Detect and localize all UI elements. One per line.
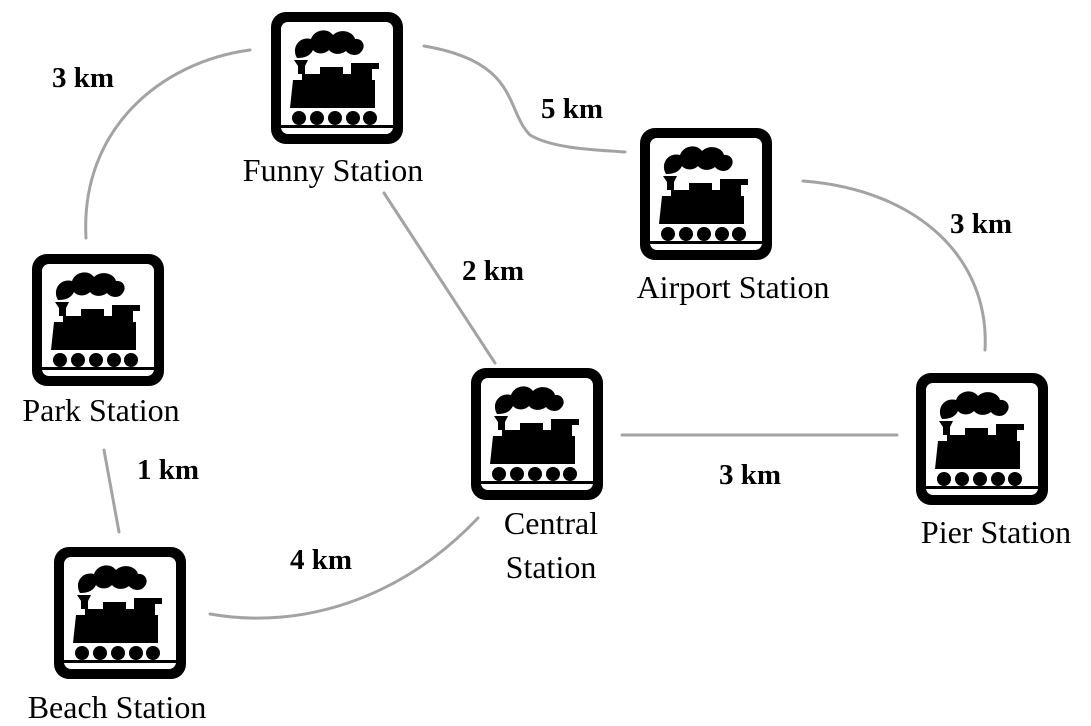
route-funny-airport [422, 44, 627, 154]
train-station-icon [640, 128, 772, 260]
train-station-icon [916, 373, 1048, 505]
route-park-funny [84, 48, 252, 240]
route-beach-central [208, 516, 480, 620]
station-beach: Beach Station [28, 547, 207, 725]
station-pier: Pier Station [916, 373, 1071, 550]
route-lines [84, 44, 987, 620]
station-funny: Funny Station [243, 12, 423, 188]
station-label-park: Park Station [22, 392, 179, 428]
train-station-icon [32, 254, 164, 386]
distance-label-central-pier: 3 km [719, 459, 781, 491]
station-label-pier: Pier Station [921, 514, 1071, 550]
train-station-icon [471, 368, 603, 500]
station-label-central-line1: Central [504, 505, 598, 541]
station-label-central-line2: Station [506, 549, 597, 585]
station-label-beach: Beach Station [28, 689, 207, 725]
distance-label-funny-airport: 5 km [541, 93, 603, 125]
train-station-icon [54, 547, 186, 679]
distance-label-park-funny: 3 km [52, 62, 114, 94]
distance-label-airport-pier: 3 km [950, 208, 1012, 240]
route-park-beach [102, 448, 121, 534]
station-label-airport: Airport Station [637, 269, 830, 305]
train-station-icon [271, 12, 403, 144]
station-park: Park Station [22, 254, 180, 428]
route-funny-central [382, 191, 497, 365]
distance-label-park-beach: 1 km [137, 454, 199, 486]
distance-label-beach-central: 4 km [290, 544, 352, 576]
distance-label-funny-central: 2 km [462, 255, 524, 287]
station-label-funny: Funny Station [243, 152, 423, 188]
distance-labels: 3 km 5 km 2 km 3 km 3 km 1 km 4 km [52, 62, 1012, 576]
station-central: Central Station [471, 368, 603, 585]
station-airport: Airport Station [637, 128, 830, 305]
route-airport-pier [801, 179, 987, 352]
